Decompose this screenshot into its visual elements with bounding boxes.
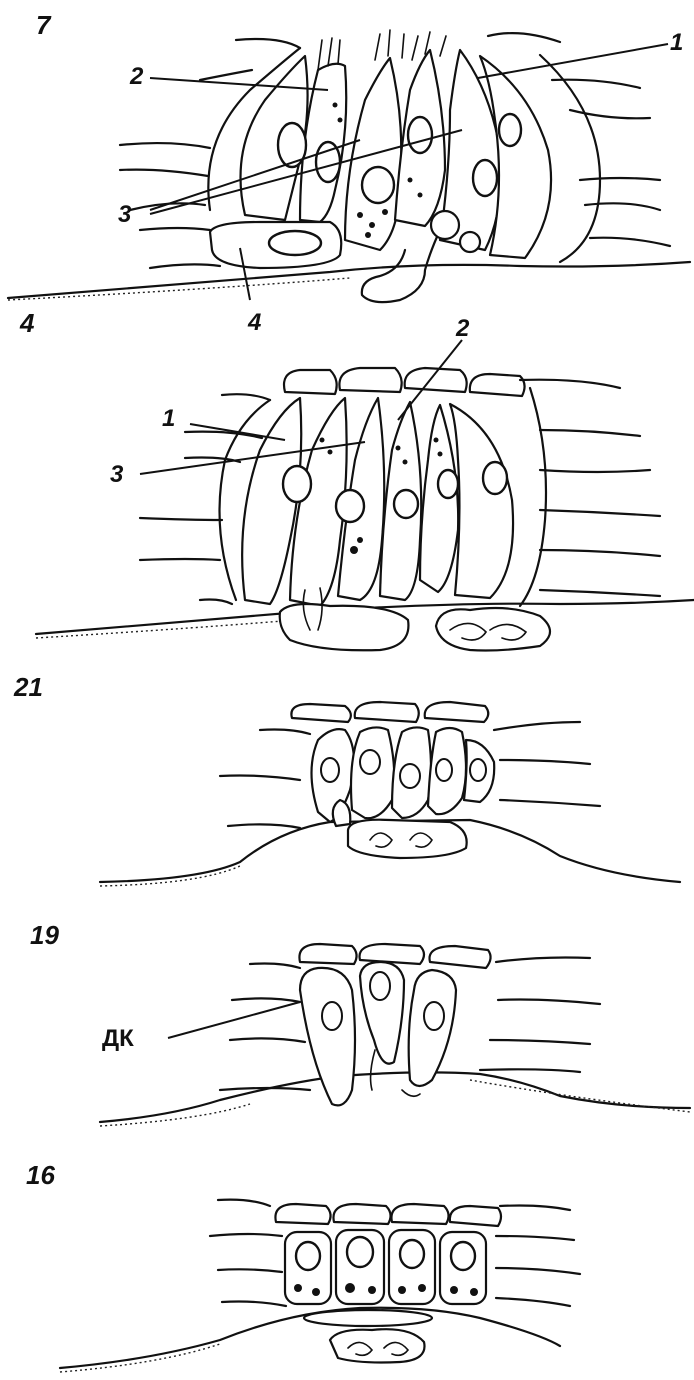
- surface-cell: [284, 370, 337, 394]
- surface-cell: [333, 1204, 390, 1224]
- nucleus: [400, 764, 420, 788]
- surface-cell: [291, 704, 350, 722]
- nucleus: [499, 114, 521, 146]
- surface-cell: [360, 944, 424, 964]
- nucleus: [451, 1242, 475, 1270]
- surface-cell: [299, 944, 356, 964]
- panel-16: 16: [26, 1160, 580, 1372]
- panel-label-16: 16: [26, 1160, 55, 1190]
- panel-label-19: 19: [30, 920, 59, 950]
- nucleus: [347, 1237, 373, 1267]
- epithelium-right: [480, 958, 600, 1073]
- basal-texture: [8, 278, 350, 300]
- callout-2: 2: [455, 315, 470, 342]
- cell-dk: [300, 968, 355, 1106]
- panel-label-21: 21: [13, 672, 43, 702]
- nucleus: [400, 1240, 424, 1268]
- surface-cell: [275, 1204, 330, 1224]
- surface-cell: [339, 368, 401, 392]
- panel-label-7: 7: [36, 10, 52, 40]
- epithelium-right: [494, 722, 600, 806]
- epithelium-right: [520, 380, 660, 596]
- surface-cell: [430, 946, 491, 968]
- basal-cell-nucleus: [269, 231, 321, 255]
- nerve-ending: [348, 820, 467, 858]
- callout-4: 4: [247, 309, 261, 336]
- epithelium-left: [220, 964, 310, 1091]
- surface-cell: [470, 374, 525, 396]
- nucleus: [438, 470, 458, 498]
- nucleus: [408, 117, 432, 153]
- basal-membrane: [100, 1072, 690, 1122]
- cell-4f: [450, 404, 513, 598]
- bud-outline-right: [520, 388, 546, 606]
- callout-2: 2: [129, 63, 144, 90]
- nucleus: [394, 490, 418, 518]
- panel-7: 7: [8, 10, 690, 336]
- nerve-fibre: [333, 800, 350, 826]
- nucleus: [296, 1242, 320, 1270]
- nucleus: [321, 758, 339, 782]
- callout-1: 1: [670, 29, 683, 56]
- nucleus: [336, 490, 364, 522]
- panel-19: 19 ДК: [30, 920, 690, 1126]
- nerve-ending: [280, 604, 409, 650]
- epithelium-left: [220, 730, 310, 829]
- surface-cell: [425, 702, 489, 722]
- nucleus: [483, 462, 507, 494]
- callout-3: 3: [118, 201, 132, 228]
- surface-cell: [391, 1204, 448, 1224]
- panel-21: 21: [13, 672, 680, 886]
- panel-4: 4: [19, 308, 694, 651]
- nerve-ending: [436, 608, 550, 651]
- callout-3: 3: [110, 461, 124, 488]
- surface-cell: [355, 702, 419, 722]
- epithelium-right: [496, 1206, 580, 1307]
- nucleus: [436, 759, 452, 781]
- nucleus: [470, 759, 486, 781]
- nucleus: [283, 466, 311, 502]
- nucleus: [322, 1002, 342, 1030]
- nucleus: [362, 167, 394, 203]
- callout-line-dk: [168, 1002, 300, 1038]
- basal-texture: [36, 618, 320, 638]
- nerve-ending: [330, 1329, 425, 1362]
- basal-cell: [304, 1310, 432, 1326]
- cell-4e: [420, 405, 458, 592]
- nerve-ending: [431, 211, 459, 239]
- nerve-ending: [460, 232, 480, 252]
- callout-dk: ДК: [102, 1025, 134, 1052]
- callout-1: 1: [162, 405, 175, 432]
- nucleus: [370, 972, 390, 1000]
- panel-label-4: 4: [19, 308, 35, 338]
- callout-line-1: [478, 44, 668, 78]
- surface-cell: [450, 1206, 501, 1226]
- nucleus: [360, 750, 380, 774]
- nucleus: [473, 160, 497, 196]
- nucleus: [424, 1002, 444, 1030]
- basal-membrane: [8, 262, 690, 298]
